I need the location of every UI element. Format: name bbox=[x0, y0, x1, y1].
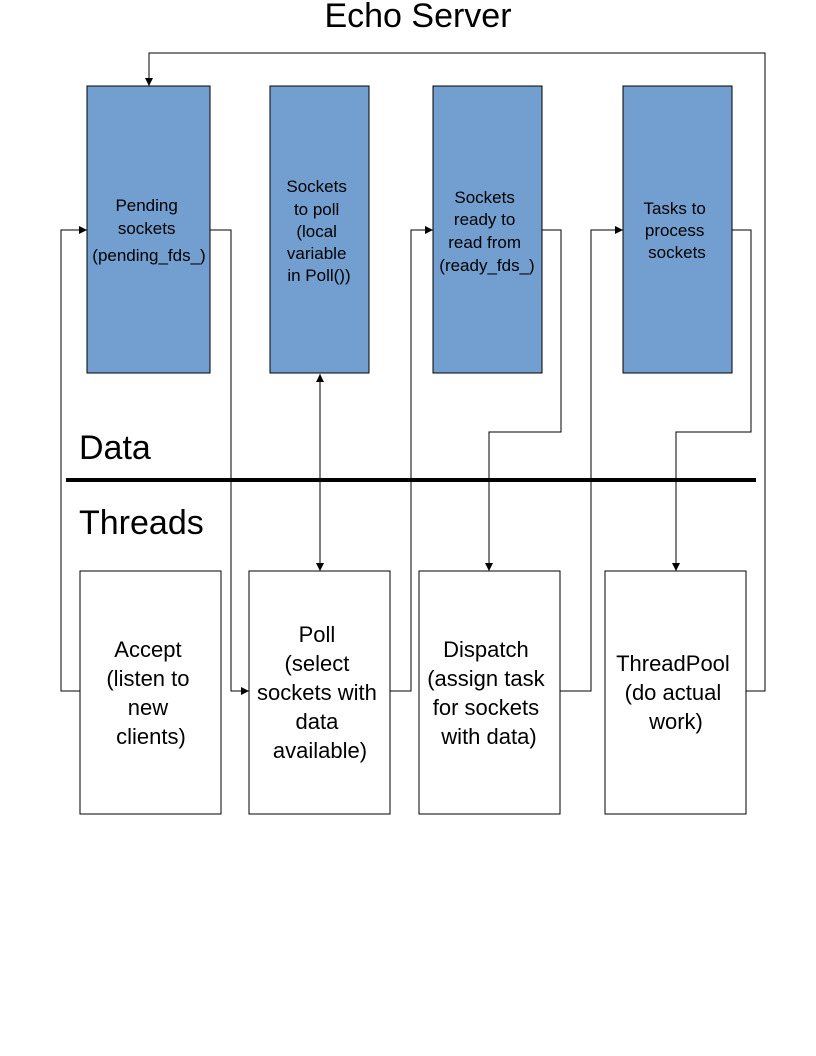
data-box-line: variable bbox=[287, 244, 347, 263]
data-box-line: Sockets bbox=[454, 188, 514, 207]
thread-box-line: work) bbox=[648, 709, 703, 734]
data-box-line: ready to bbox=[454, 210, 515, 229]
thread-box-line: new bbox=[128, 695, 168, 720]
connector-tasks-to-threadpool bbox=[672, 229, 752, 571]
threads-section-label: Threads bbox=[79, 504, 204, 542]
data-box-line: to poll bbox=[294, 200, 339, 219]
connector-poll-to-ready bbox=[390, 226, 433, 692]
data-box-line: read from bbox=[448, 233, 521, 252]
connector-dispatch-to-tasks bbox=[560, 226, 623, 692]
thread-box-line: (listen to bbox=[106, 666, 189, 691]
connector-accept-to-pending bbox=[60, 226, 87, 692]
thread-box-line: data bbox=[296, 709, 340, 734]
thread-box-line: Dispatch bbox=[443, 637, 529, 662]
svg-text:Dispatch (assign task: Dispatch (assign task for sockets with d… bbox=[427, 637, 551, 749]
thread-box-line: ThreadPool bbox=[616, 651, 730, 676]
data-box-line: sockets bbox=[648, 243, 706, 262]
data-box-line: (ready_fds_) bbox=[439, 256, 534, 275]
svg-text:Sockets ready to r: Sockets ready to read from (ready_fds_) bbox=[439, 188, 534, 275]
thread-box-line: (assign task bbox=[427, 666, 545, 691]
data-box-line: in Poll()) bbox=[287, 266, 350, 285]
data-box-tasks: Tasks to process sockets bbox=[622, 85, 733, 374]
connector-threadpool-to-pending bbox=[145, 52, 766, 692]
thread-box-line: with data) bbox=[440, 724, 536, 749]
svg-text:ThreadPool (do actual: ThreadPool (do actual work) bbox=[616, 651, 736, 734]
thread-box-line: for sockets bbox=[433, 695, 539, 720]
data-section-label: Data bbox=[79, 429, 151, 467]
data-box-line: Pending bbox=[115, 196, 177, 215]
svg-text:Tasks to process s: Tasks to process sockets bbox=[643, 199, 710, 262]
thread-box-line: available) bbox=[273, 738, 367, 763]
thread-box-dispatch: Dispatch (assign task for sockets with d… bbox=[418, 570, 561, 815]
data-box-pending-sockets: Pending sockets (pending_fds_) bbox=[86, 85, 211, 374]
thread-box-line: clients) bbox=[116, 724, 186, 749]
data-box-sockets-ready: Sockets ready to read from (ready_fds_) bbox=[432, 85, 543, 374]
data-box-line: sockets bbox=[118, 219, 176, 238]
data-box-line: Sockets bbox=[286, 177, 346, 196]
thread-box-line: Accept bbox=[114, 637, 181, 662]
svg-text:Accept (listen to: Accept (listen to new clients) bbox=[106, 637, 195, 749]
data-box-line: Tasks to bbox=[643, 199, 705, 218]
data-box-line: process bbox=[645, 221, 705, 240]
thread-box-line: Poll bbox=[299, 622, 336, 647]
diagram-title: Echo Server bbox=[324, 0, 511, 35]
thread-box-poll: Poll (select sockets with data available… bbox=[248, 570, 391, 815]
svg-text:Poll (select socke: Poll (select sockets with data available… bbox=[257, 622, 383, 763]
thread-box-accept: Accept (listen to new clients) bbox=[79, 570, 222, 815]
data-box-line: (pending_fds_) bbox=[92, 246, 205, 265]
svg-text:Pending sockets (p: Pending sockets (pending_fds_) bbox=[92, 196, 205, 265]
thread-box-line: (do actual bbox=[625, 680, 722, 705]
data-box-line: (local bbox=[296, 222, 337, 241]
thread-box-threadpool: ThreadPool (do actual work) bbox=[604, 570, 747, 815]
connector-ready-to-dispatch bbox=[485, 229, 562, 571]
connector-pending-to-poll bbox=[210, 229, 249, 695]
thread-box-line: sockets with bbox=[257, 680, 377, 705]
thread-box-line: (select bbox=[285, 651, 350, 676]
svg-text:Sockets to poll (l: Sockets to poll (local variable in Poll(… bbox=[286, 177, 351, 285]
data-box-sockets-to-poll: Sockets to poll (local variable in Poll(… bbox=[269, 85, 370, 374]
